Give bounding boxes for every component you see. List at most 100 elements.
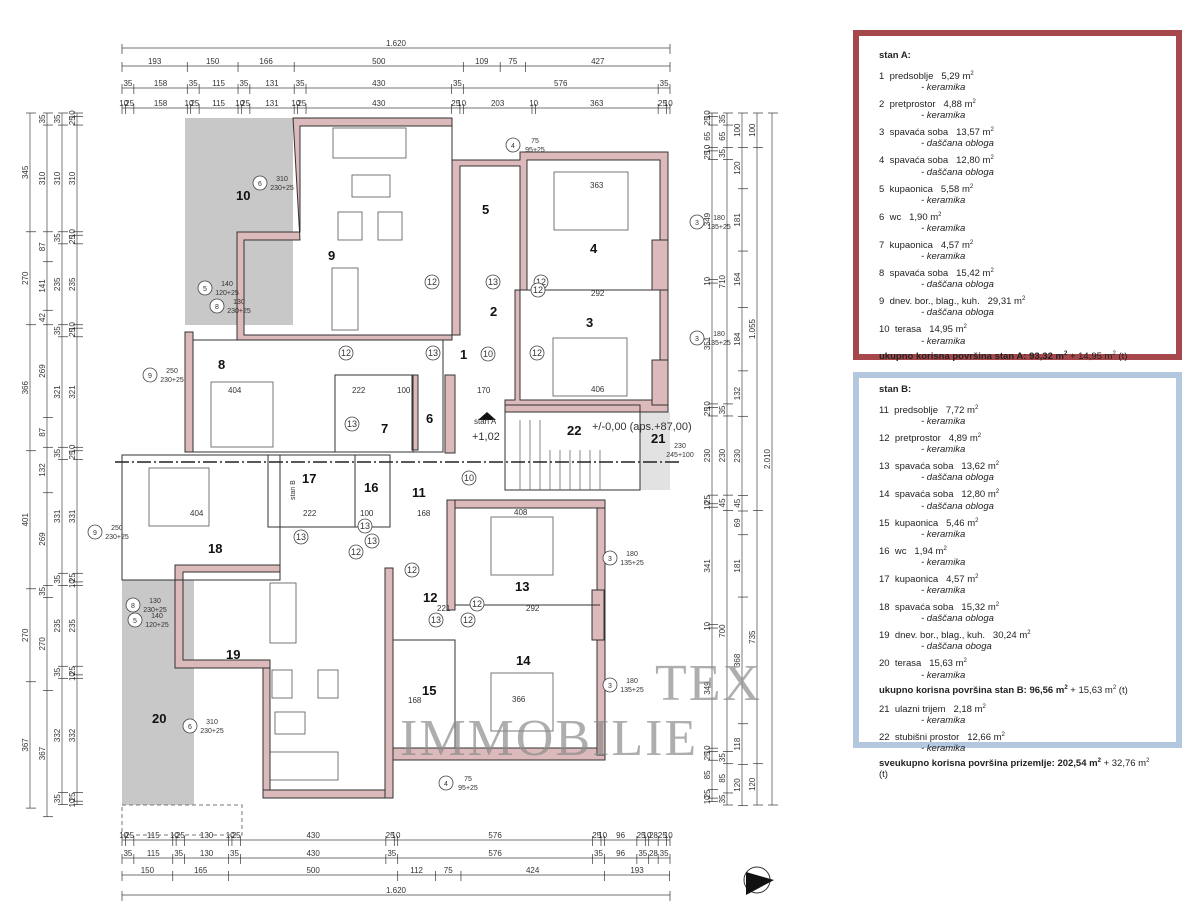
item-name: dnev. bor., blag., kuh.	[889, 296, 980, 308]
dimension-value: 230	[703, 448, 712, 462]
inner-dim: 366	[512, 695, 526, 704]
dimension-value: 25	[190, 99, 199, 108]
dimension-value: 230	[733, 449, 742, 463]
dimension-value: 193	[148, 57, 162, 66]
door-tag: 12	[529, 345, 545, 361]
dimension-value: 45	[718, 498, 727, 507]
item-number: 17	[879, 574, 890, 586]
inner-dim: 168	[408, 696, 422, 705]
porch-21-area	[640, 412, 670, 490]
item-name: spavaća soba	[889, 127, 949, 139]
door-type: 12	[407, 565, 417, 575]
room-label: 10	[236, 188, 250, 203]
legend-item: 8 spavaća soba 15,42 m2- daščana obloga	[879, 266, 1156, 290]
legend-item: 13 spavaća soba 13,62 m2- daščana obloga	[879, 459, 1156, 483]
window-type: 9	[148, 373, 152, 380]
legend-total: ukupno korisna površina stan A: 93,32 m2…	[879, 350, 1128, 362]
dimension-value: 430	[372, 79, 386, 88]
item-name: spavaća soba	[894, 461, 954, 473]
window-width: 140	[151, 613, 163, 620]
room-label: 22	[567, 423, 581, 438]
total-label: ukupno korisna površina stan B: 96,56 m	[879, 684, 1065, 696]
item-finish: - daščana oboga	[921, 641, 992, 653]
legend-grand-total: sveukupno korisna površina prizemlje: 20…	[879, 758, 1150, 781]
item-area: 15,63 m	[929, 658, 964, 670]
room-label: 6	[426, 411, 433, 426]
item-number: 11	[879, 405, 889, 417]
dimension-value: 25	[386, 831, 395, 840]
item-number: 5	[879, 183, 885, 195]
door-tag: 13	[357, 518, 373, 534]
item-name: kupaonica	[894, 574, 939, 586]
room-label: 1	[460, 347, 467, 362]
dimension-value: 735	[748, 630, 757, 644]
dimension-value: 430	[306, 849, 320, 858]
dimension-value: 112	[410, 866, 423, 875]
legend-item: 19 dnev. bor., blag., kuh. 30,24 m2- daš…	[879, 628, 1156, 652]
room-label: 11	[412, 485, 426, 500]
inner-dim: 100	[397, 386, 411, 395]
dimension-value: 35	[718, 753, 727, 762]
dimension-value: 25	[658, 99, 667, 108]
legend-item: 11 predsoblje 7,72 m2- keramika	[879, 403, 1156, 427]
dimension-value: 10	[703, 401, 712, 410]
dimension-value: 181	[733, 559, 742, 573]
dimension-value: 10	[392, 831, 401, 840]
dimension-value: 131	[265, 99, 279, 108]
dimension-value: 10	[703, 144, 712, 153]
dimension-value: 131	[265, 79, 279, 88]
item-finish: - daščana obloga	[921, 138, 994, 150]
dimension-value: 115	[212, 99, 225, 108]
item-name: kupaonica	[889, 240, 933, 252]
inner-dim: 170	[477, 386, 491, 395]
window-width: 75	[531, 138, 539, 145]
dimension-value: 184	[733, 332, 742, 346]
room-label: 18	[208, 541, 222, 556]
inner-dim: 292	[591, 289, 605, 298]
legend-item: 1 predsoblje 5,29 m2- keramika	[879, 69, 1156, 93]
door-tag: 13	[293, 529, 309, 545]
item-name: spavaća soba	[894, 602, 954, 614]
legend-item: 16 wc 1,94 m2- keramika	[879, 544, 1156, 568]
dimension-value: 332	[68, 728, 77, 742]
window-type: 6	[258, 181, 262, 188]
dimension-value: 368	[733, 653, 742, 667]
opening-tags: 6310230+255140120+258130230+259250230+25…	[87, 137, 731, 792]
dimension-value: 35	[718, 148, 727, 157]
room-label: 7	[381, 421, 388, 436]
dimension-value: 75	[508, 57, 517, 66]
dimension-value: 45	[733, 498, 742, 507]
door-type: 12	[536, 277, 546, 287]
dimension-value: 158	[154, 79, 168, 88]
room-label: 17	[302, 471, 316, 486]
dimension-value: 341	[703, 559, 712, 573]
dimension-value: 100	[733, 123, 742, 137]
item-area: 12,80 m	[961, 489, 996, 501]
item-name: spavaća soba	[889, 268, 949, 280]
item-finish: - daščana obloga	[921, 613, 994, 625]
dimension-value: 35	[660, 849, 669, 858]
window-height: 230+25	[227, 308, 251, 315]
item-finish: - daščana obloga	[921, 166, 994, 178]
door-tag: 12	[469, 596, 485, 612]
item-name: predsoblje	[894, 405, 938, 417]
dimension-value: 349	[703, 681, 712, 695]
dimension-value: 10	[643, 831, 652, 840]
dimension-value: 85	[703, 770, 712, 779]
dimension-value: 25	[68, 450, 77, 459]
dimension-value: 10	[598, 831, 607, 840]
item-number: 1	[879, 71, 885, 83]
window-type: 9	[93, 530, 97, 537]
item-area: 7,72 m	[945, 405, 975, 417]
dimension-value: 2.010	[763, 448, 772, 469]
item-name: kupaonica	[894, 517, 939, 529]
dimension-value: 35	[123, 849, 132, 858]
dimension-value: 25	[703, 494, 712, 503]
dimension-value: 500	[306, 866, 320, 875]
